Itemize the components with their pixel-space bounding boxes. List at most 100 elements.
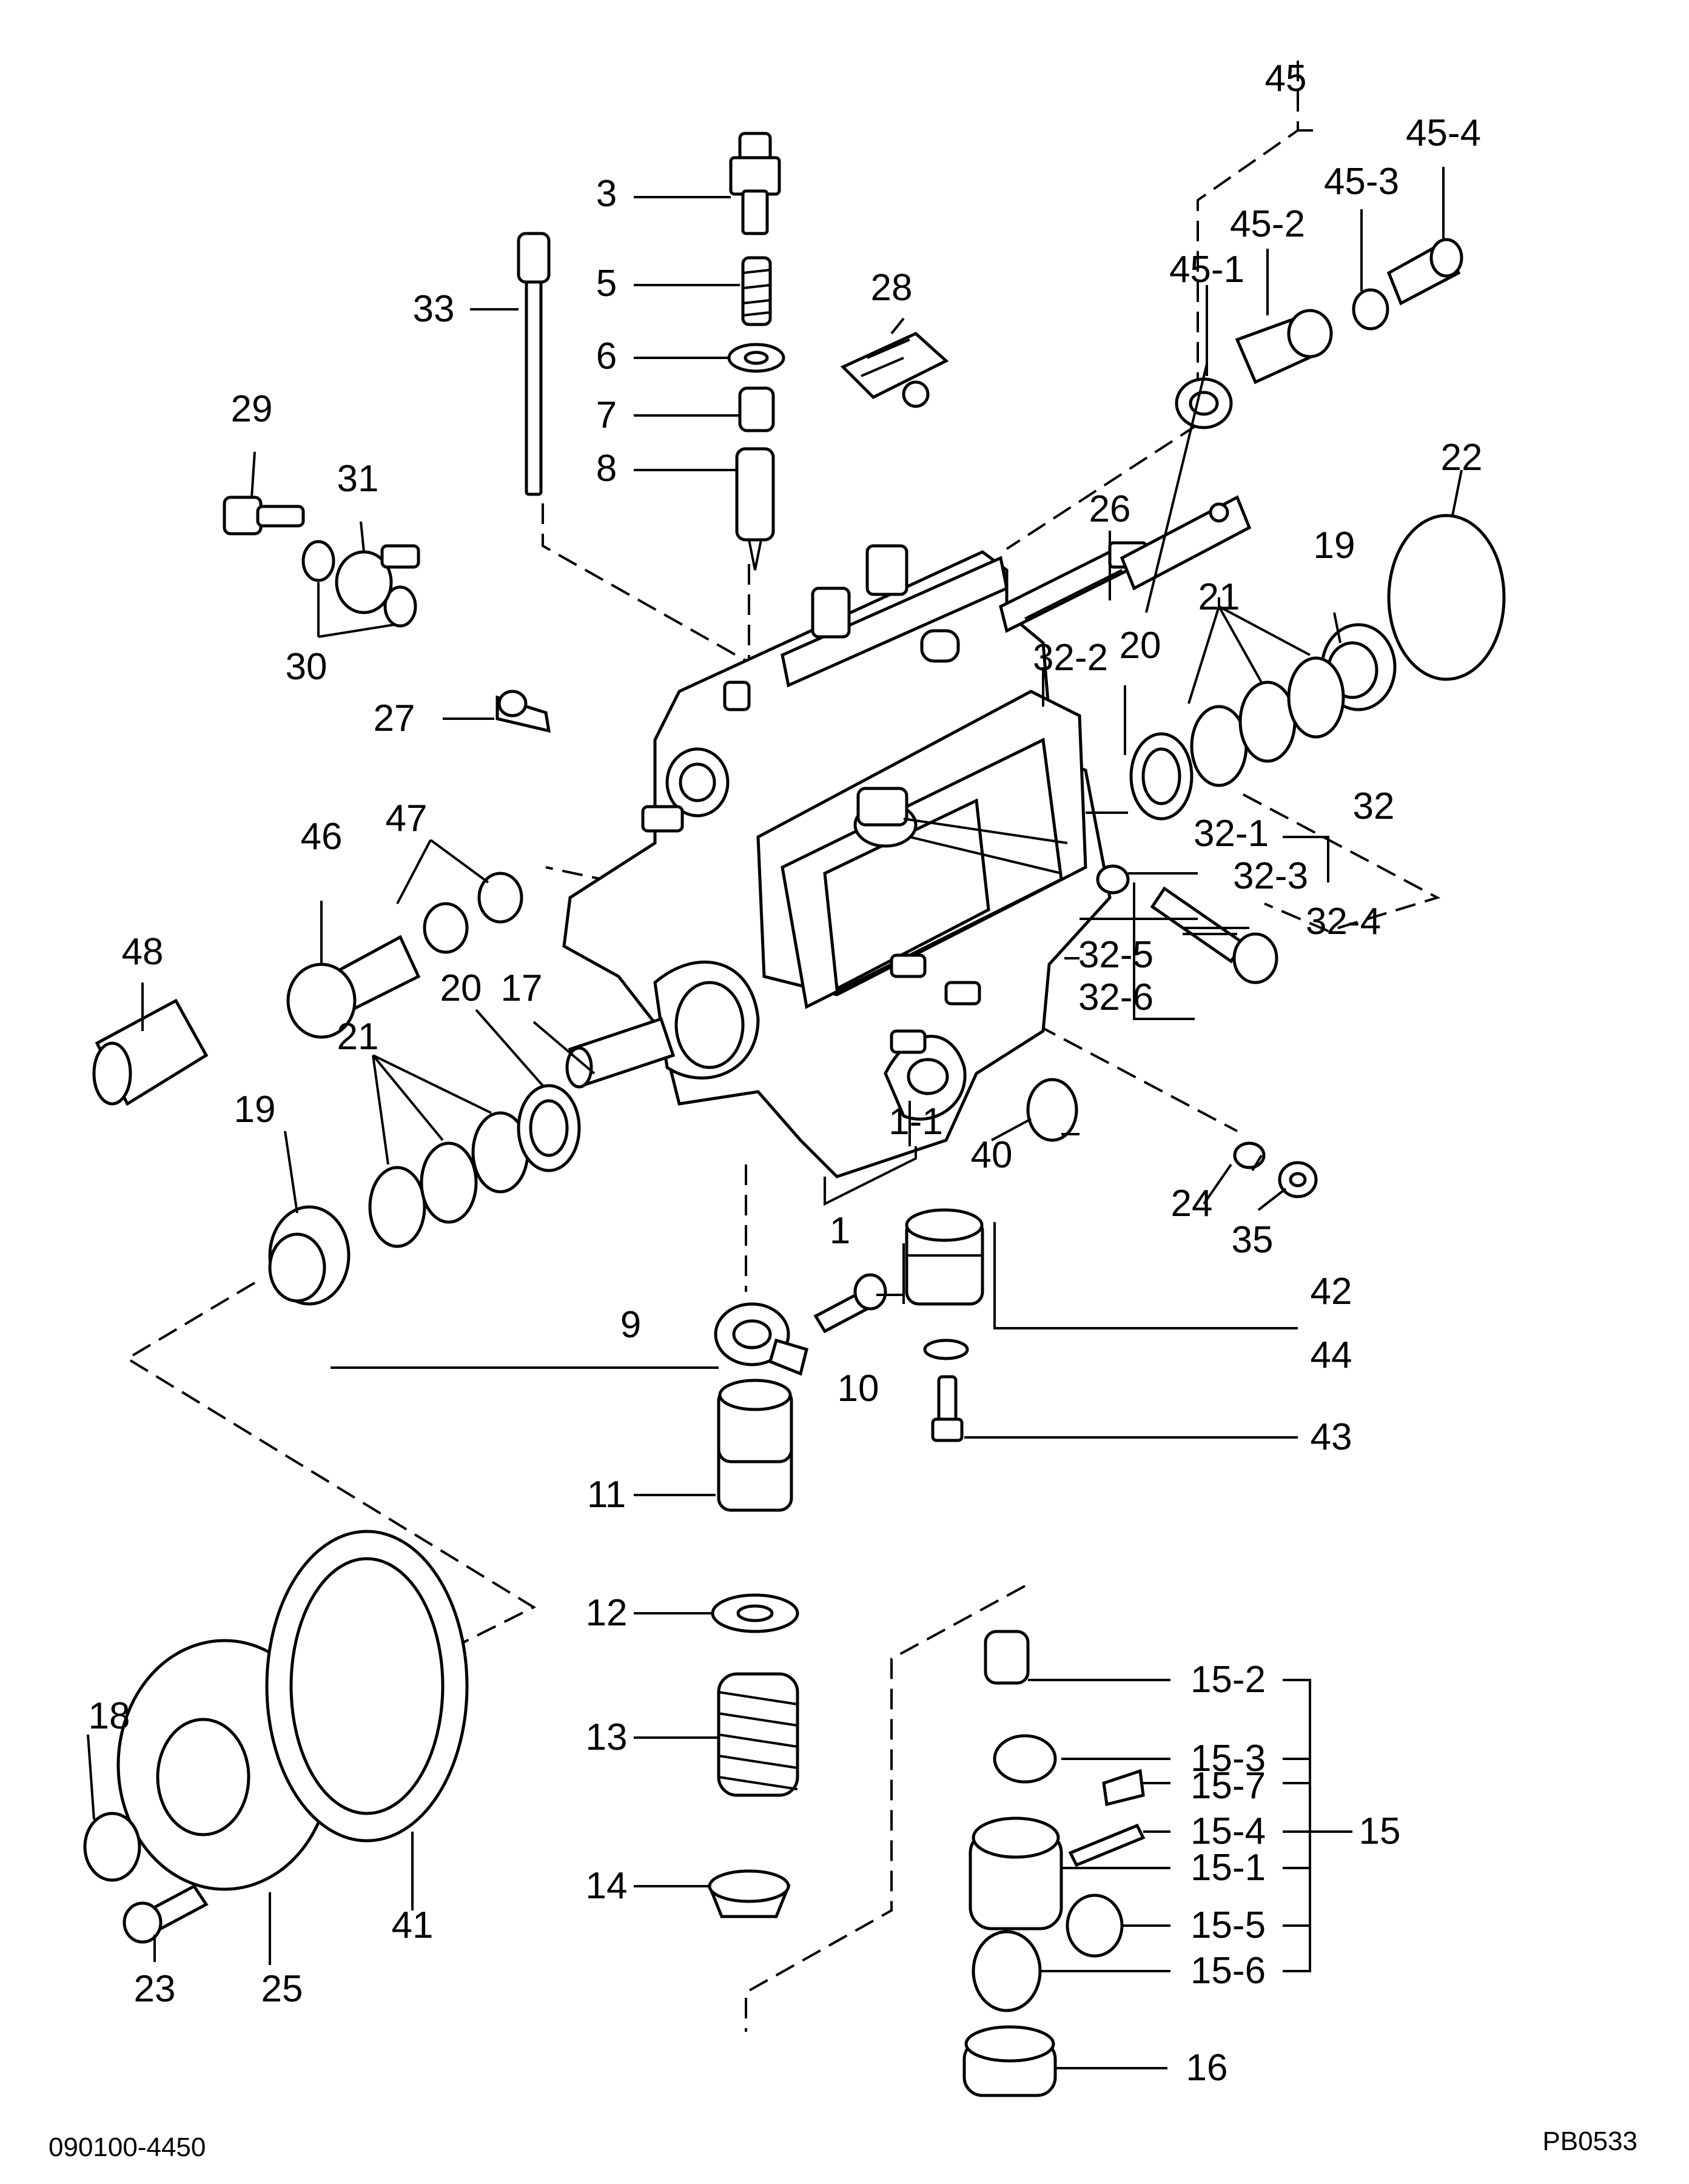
label-18: 18 [89,1695,130,1737]
label-17: 17 [501,967,543,1009]
control-sleeve-11 [717,1379,793,1512]
label-22: 22 [1441,437,1483,479]
gasket-6 [727,343,785,373]
screw-27 [495,690,551,733]
label-27: 27 [374,697,415,739]
cover-28 [840,332,949,408]
washer-32-3 [1096,864,1130,895]
control-rod-33 [517,232,551,496]
plunger-spring-13 [717,1672,799,1797]
bolt-32-4 [1150,886,1278,984]
plunger-barrel-8 [735,447,775,571]
plug-42 [905,1208,984,1306]
label-40: 40 [971,1134,1013,1176]
washer-44 [923,1339,969,1360]
seal-18 [83,1812,141,1882]
o-ring-40 [1026,1078,1078,1142]
label-32-1: 32-1 [1194,813,1269,855]
delivery-valve-7 [738,386,775,432]
label-15-7: 15-7 [1190,1765,1266,1807]
cap-16 [962,2025,1057,2097]
label-10: 10 [838,1368,879,1410]
label-19-lower: 19 [234,1089,276,1131]
leader-lines [87,129,1463,2069]
label-45-4: 45-4 [1406,112,1481,154]
bolt-43 [931,1375,964,1442]
label-24: 24 [1171,1183,1213,1225]
label-1-1: 1-1 [888,1101,943,1143]
o-rings-47 [423,872,523,954]
label-32-3: 32-3 [1233,855,1308,897]
label-26: 26 [1089,488,1131,530]
label-15-1: 15-1 [1190,1847,1266,1889]
shims-21-upper [1190,656,1345,787]
label-48: 48 [122,931,164,973]
label-32-2: 32-2 [1033,637,1108,679]
label-3: 3 [596,173,617,215]
label-33: 33 [413,288,455,330]
label-46: 46 [301,816,343,858]
label-15-2: 15-2 [1190,1659,1266,1701]
label-21-upper: 21 [1198,576,1240,618]
label-21-lower: 21 [337,1016,379,1058]
label-11: 11 [587,1474,626,1516]
part-number-labels: 45 45-4 45-3 45-2 45-1 3 5 6 7 8 28 33 2… [89,58,1483,2089]
label-44: 44 [1311,1334,1352,1376]
label-32-4: 32-4 [1306,901,1381,942]
label-15-6: 15-6 [1190,1950,1266,1992]
label-43: 43 [1311,1416,1352,1458]
cap-48 [92,998,209,1106]
assembly-guide-lines [125,61,1441,2032]
label-1: 1 [830,1210,850,1252]
label-31: 31 [337,458,379,500]
label-32-6: 32-6 [1078,976,1153,1018]
pump-housing [562,541,1148,1178]
drawing-number: 090100-4450 [49,2132,206,2162]
label-15-5: 15-5 [1190,1904,1266,1946]
washer-20-lower [517,1084,581,1172]
gasket-41 [265,1530,469,1843]
label-47: 47 [386,798,428,839]
shims-21-lower [368,1111,529,1248]
label-20-lower: 20 [440,967,482,1009]
label-15-3: 15-3 [1190,1738,1266,1779]
banjo-bolt-29 [223,496,305,536]
spring-seat-12 [711,1593,799,1633]
label-30: 30 [286,646,327,688]
feed-pump-15-parts [969,1630,1146,2012]
spring-5 [741,256,772,326]
nut-35 [1278,1161,1318,1198]
label-32-5: 32-5 [1078,934,1153,976]
label-6: 6 [596,335,617,377]
label-32: 32 [1353,785,1395,827]
lever-26 [1120,495,1252,591]
label-16: 16 [1186,2047,1228,2089]
gear-19-lower [268,1205,351,1306]
label-45-3: 45-3 [1324,161,1399,203]
gaskets-30 [301,540,417,628]
spring-seat-14 [707,1869,791,1918]
label-9: 9 [620,1304,641,1346]
label-8: 8 [596,448,617,489]
washer-20-upper [1129,732,1194,821]
label-13: 13 [586,1716,628,1758]
label-25: 25 [261,1968,303,2010]
label-7: 7 [596,394,617,436]
label-19-upper: 19 [1314,525,1355,566]
label-15-4: 15-4 [1190,1810,1266,1852]
label-45-2: 45-2 [1230,203,1305,245]
washer-24 [1233,1141,1266,1169]
label-42: 42 [1311,1271,1352,1312]
label-45-1: 45-1 [1169,249,1244,291]
o-ring-22 [1387,514,1506,681]
delivery-valve-holder-3 [729,132,781,235]
label-29: 29 [231,388,273,430]
plate-id: PB0533 [1542,2126,1637,2156]
label-14: 14 [586,1865,628,1907]
label-28: 28 [871,267,913,309]
label-35: 35 [1232,1219,1274,1261]
label-5: 5 [596,263,617,304]
label-45: 45 [1265,58,1307,99]
label-23: 23 [134,1968,176,2010]
